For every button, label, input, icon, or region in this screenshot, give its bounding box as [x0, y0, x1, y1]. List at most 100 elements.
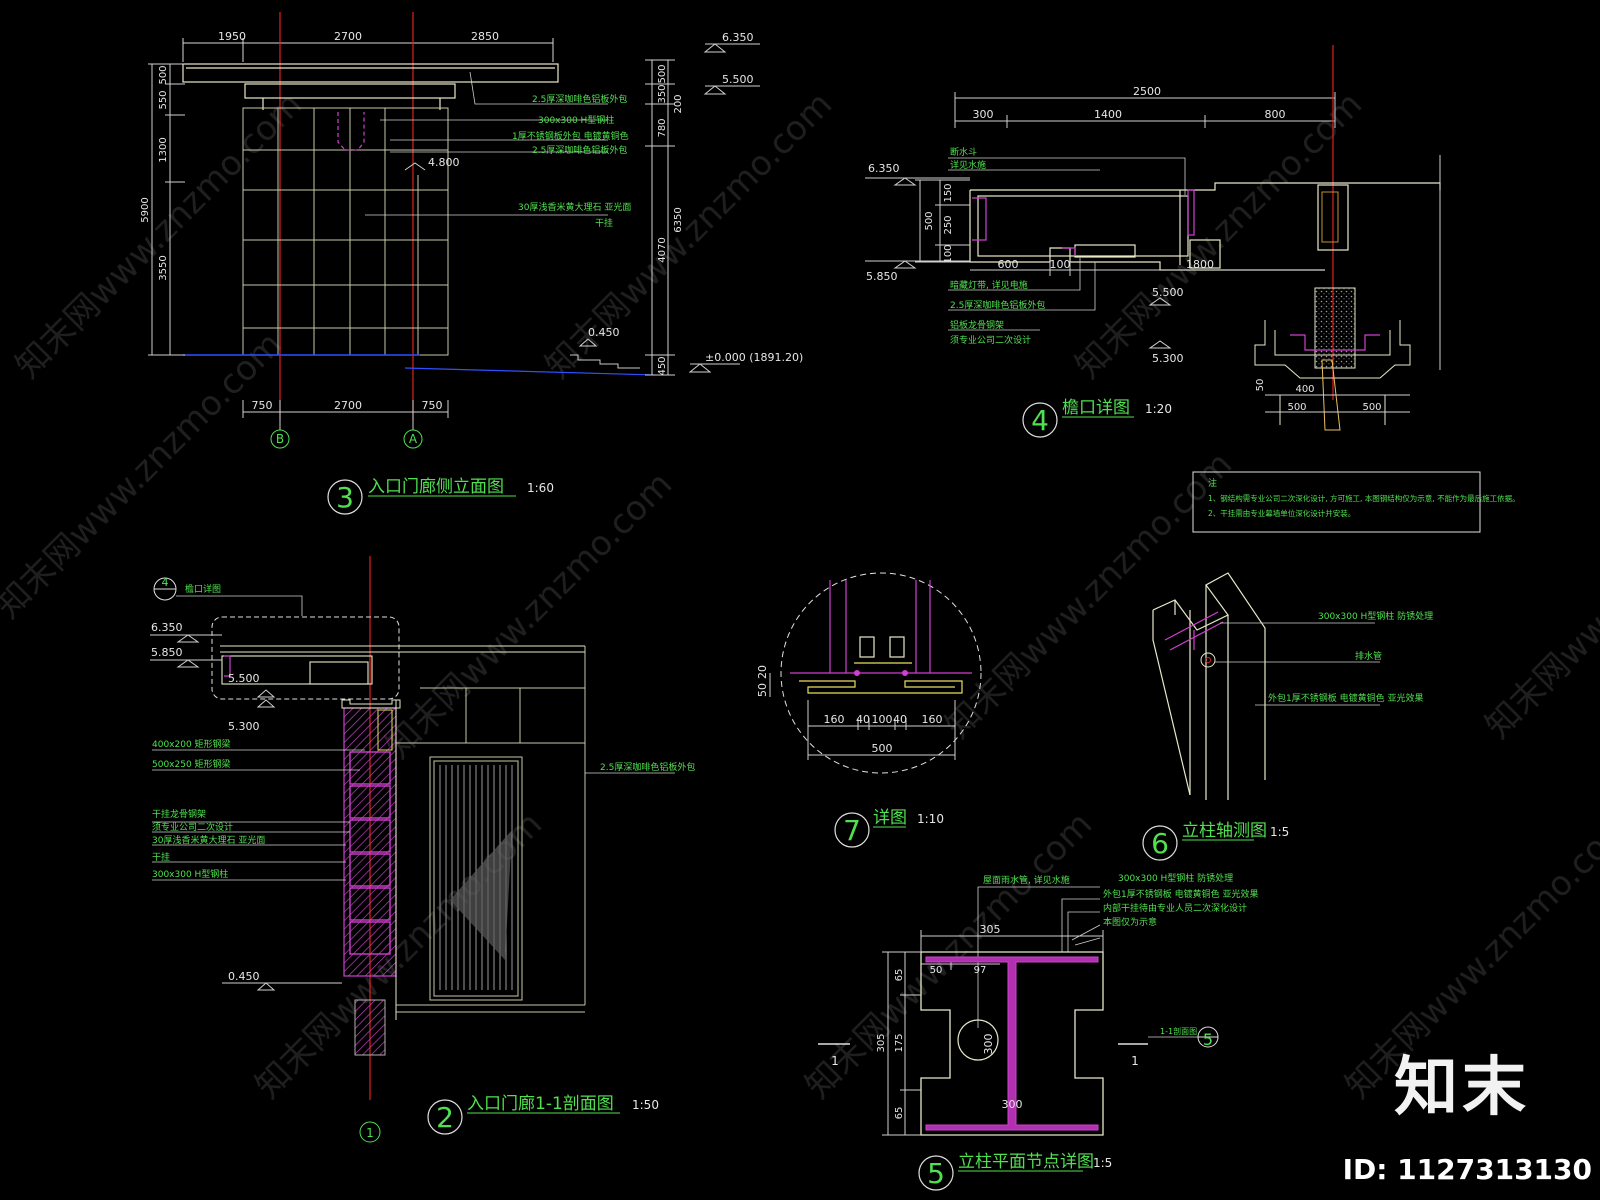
annotation: 300x300 H型钢柱 防锈处理 — [1318, 610, 1433, 622]
view-title: 入口门廊1-1剖面图 — [467, 1094, 614, 1114]
notes-line: 2、干挂需由专业幕墙单位深化设计并安装。 — [1208, 508, 1355, 518]
view-number: 6 — [1151, 827, 1169, 860]
detail-ref-number: 4 — [162, 576, 169, 589]
view-3-side-elevation: 1950 2700 2850 — [140, 12, 803, 515]
dim-label: 550 — [158, 90, 169, 109]
note-leaders — [365, 71, 608, 216]
view-5-column-plan: 屋面雨水管, 详见水施 300x300 H型钢柱 防锈处理 外包1厚不锈钢板 电… — [818, 872, 1258, 1191]
dim-label: 300 — [982, 1034, 995, 1055]
view-7-detail: 160 40 100 40 160 500 50 20 7 详图 1:10 — [756, 572, 982, 848]
view-number: 7 — [843, 814, 861, 847]
annotation: 断水斗 — [950, 146, 977, 158]
cap-trim — [1290, 334, 1380, 351]
view-scale: 1:5 — [1270, 825, 1289, 839]
section-ref-number: 5 — [1203, 1030, 1213, 1049]
note-leaders — [948, 157, 1186, 331]
annotation: 本图仅为示意 — [1103, 916, 1157, 928]
footing — [354, 999, 386, 1056]
note-leaders — [977, 886, 1101, 1028]
roof-cladding — [224, 655, 231, 677]
watermark-text: 知末网www.znzmo.com — [378, 464, 680, 766]
dim-label: 100 — [1050, 258, 1071, 271]
section-mark: 1 — [831, 1054, 839, 1068]
level-label: 5.500 — [1152, 286, 1184, 299]
annotation: 1厚不锈钢板外包 电镀黄铜色 — [512, 130, 629, 142]
dim-label: 40 — [893, 713, 907, 726]
view-scale: 1:50 — [632, 1098, 659, 1112]
level-label: 6.350 — [868, 162, 900, 175]
level-label: 5.850 — [151, 646, 183, 659]
dim-label: 175 — [894, 1033, 905, 1052]
view-title: 立柱平面节点详图 — [958, 1152, 1094, 1172]
gutter-lining — [1321, 191, 1339, 243]
annotation: 暗藏灯带, 详见电施 — [950, 279, 1028, 291]
level-label: 4.800 — [428, 156, 460, 169]
left-dimension-chain — [915, 179, 970, 263]
annotation: 干挂 — [152, 851, 170, 863]
annotation: 30厚浅香米黄大理石 亚光面 — [518, 201, 631, 213]
view-title: 详图 — [873, 808, 907, 828]
cornice — [182, 63, 559, 110]
dim-label: 250 — [943, 215, 954, 234]
column-outline — [1152, 572, 1266, 800]
view-number-circle — [427, 1099, 463, 1135]
axis-bubbles — [270, 418, 423, 449]
level-label: 0.450 — [588, 326, 620, 339]
dim-label: 50 — [1255, 379, 1266, 392]
dim-label: 65 — [894, 1107, 905, 1120]
notes-heading: 注 — [1208, 477, 1217, 489]
axis-label: A — [409, 432, 418, 446]
annotation: 400x200 矩形钢梁 — [152, 738, 231, 750]
level-markers — [865, 177, 1172, 349]
detail-dimension-chain — [769, 673, 956, 760]
dim-label: 1300 — [158, 137, 169, 162]
dim-label: 160 — [824, 713, 845, 726]
watermark-layer: 知末网www.znzmo.com 知末网www.znzmo.com 知末网www… — [0, 84, 1600, 1106]
dim-label: 50 — [930, 965, 943, 976]
view-scale: 1:60 — [527, 481, 554, 495]
annotation: 300x300 H型钢柱 — [538, 114, 614, 126]
notes-line: 1、钢结构需专业公司二次深化设计, 方可施工, 本图钢结构仅为示意, 不能作为最… — [1208, 493, 1520, 503]
view-number: 2 — [436, 1101, 454, 1134]
annotation: 2.5厚深咖啡色铝板外包 — [950, 299, 1045, 311]
door-decor — [450, 830, 512, 960]
annotation: 须专业公司二次设计 — [152, 821, 233, 833]
dim-label: 2500 — [1133, 85, 1161, 98]
level-label: 0.450 — [228, 970, 260, 983]
view-number-circle — [1022, 402, 1058, 438]
level-label: 6.350 — [722, 31, 754, 44]
right-dimension-chain — [645, 59, 675, 376]
dim-label: 6350 — [673, 207, 684, 232]
annotation: 2.5厚深咖啡色铝板外包 — [532, 93, 627, 105]
watermark-text: 知末网www.znzmo.com — [538, 84, 840, 386]
dim-label: 65 — [894, 969, 905, 982]
dim-label: 97 — [974, 965, 987, 976]
roof-slab — [220, 645, 585, 685]
detail-plates — [799, 636, 963, 694]
level-label: 6.350 — [151, 621, 183, 634]
dim-label: 2700 — [334, 399, 362, 412]
rain-pipe — [957, 1019, 999, 1061]
axis-label: B — [276, 432, 284, 446]
dim-label: 600 — [998, 258, 1019, 271]
dim-label: 1400 — [1094, 108, 1122, 121]
gutter — [1317, 184, 1349, 251]
annotation: 300x300 H型钢柱 防锈处理 — [1118, 872, 1233, 884]
view-4-eave-detail: 2500 300 1400 800 — [865, 45, 1441, 438]
view-scale: 1:5 — [1093, 1156, 1112, 1170]
dim-label: 100 — [943, 244, 954, 263]
view-number-circle — [327, 479, 363, 515]
dim-label: 2700 — [334, 30, 362, 43]
dim-label: 2850 — [471, 30, 499, 43]
watermark-text: 知末网www.znzmo.com — [938, 444, 1240, 746]
annotation: 30厚浅香米黄大理石 亚光面 — [152, 834, 265, 846]
brand-logo: 知末 — [1394, 1051, 1530, 1125]
view-2-section: 4 檐口详图 — [150, 556, 695, 1143]
dim-label: 40 — [856, 713, 870, 726]
level-markers — [150, 634, 342, 991]
level-label: ±0.000 (1891.20) — [705, 351, 803, 364]
view-title: 立柱轴测图 — [1182, 821, 1267, 841]
dim-label: 400 — [1295, 384, 1314, 395]
dim-label: 750 — [252, 399, 273, 412]
